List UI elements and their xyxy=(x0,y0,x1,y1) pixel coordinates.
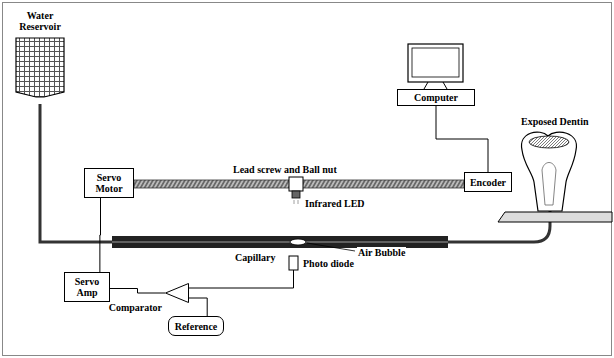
part-label: Capillary xyxy=(234,252,277,263)
part-label: Air Bubble xyxy=(357,247,406,258)
part-label: Photo diode xyxy=(302,258,355,269)
signal-wire xyxy=(110,289,165,294)
node-label: Servo Motor xyxy=(89,172,129,194)
ball-nut xyxy=(289,177,303,191)
part-label: Infrared LED xyxy=(304,198,366,209)
node-label: Servo Amp xyxy=(69,276,105,298)
part-label: Exposed Dentin xyxy=(520,116,590,127)
infrared-led xyxy=(292,191,300,198)
node-label: Computer xyxy=(414,92,458,103)
photo-diode xyxy=(289,256,298,270)
mounting-plate xyxy=(498,212,612,222)
servo-amp-box: Servo Amp xyxy=(64,272,110,302)
tooth xyxy=(522,132,577,211)
water-reservoir: Water Reservoir xyxy=(14,10,66,98)
node-label: Encoder xyxy=(470,177,506,188)
signal-wire xyxy=(189,298,207,316)
servo-motor-box: Servo Motor xyxy=(84,168,134,198)
signal-wire xyxy=(436,106,488,172)
node-label: Comparator xyxy=(109,302,162,313)
comparator-symbol: Comparator xyxy=(165,283,189,303)
reference-box: Reference xyxy=(168,316,224,336)
part-label: Lead screw and Ball nut xyxy=(232,164,338,175)
node-label: Reference xyxy=(175,321,218,332)
reservoir-tank xyxy=(14,36,66,98)
comparator-outline xyxy=(165,283,189,303)
monitor-screen xyxy=(412,48,459,77)
signal-wire xyxy=(189,270,294,288)
air-bubble xyxy=(290,239,306,245)
frame xyxy=(3,3,612,356)
capillary-bore xyxy=(112,241,448,243)
monitor xyxy=(408,44,463,82)
encoder-box: Encoder xyxy=(464,172,512,192)
computer-box: Computer xyxy=(397,89,475,106)
monitor-stand xyxy=(424,82,447,89)
signal-wire xyxy=(99,198,101,272)
node-label: Water Reservoir xyxy=(14,10,66,32)
led-beam xyxy=(294,200,298,204)
pulp xyxy=(542,163,556,206)
exposed-dentin xyxy=(529,136,569,148)
leader-line xyxy=(307,243,355,251)
